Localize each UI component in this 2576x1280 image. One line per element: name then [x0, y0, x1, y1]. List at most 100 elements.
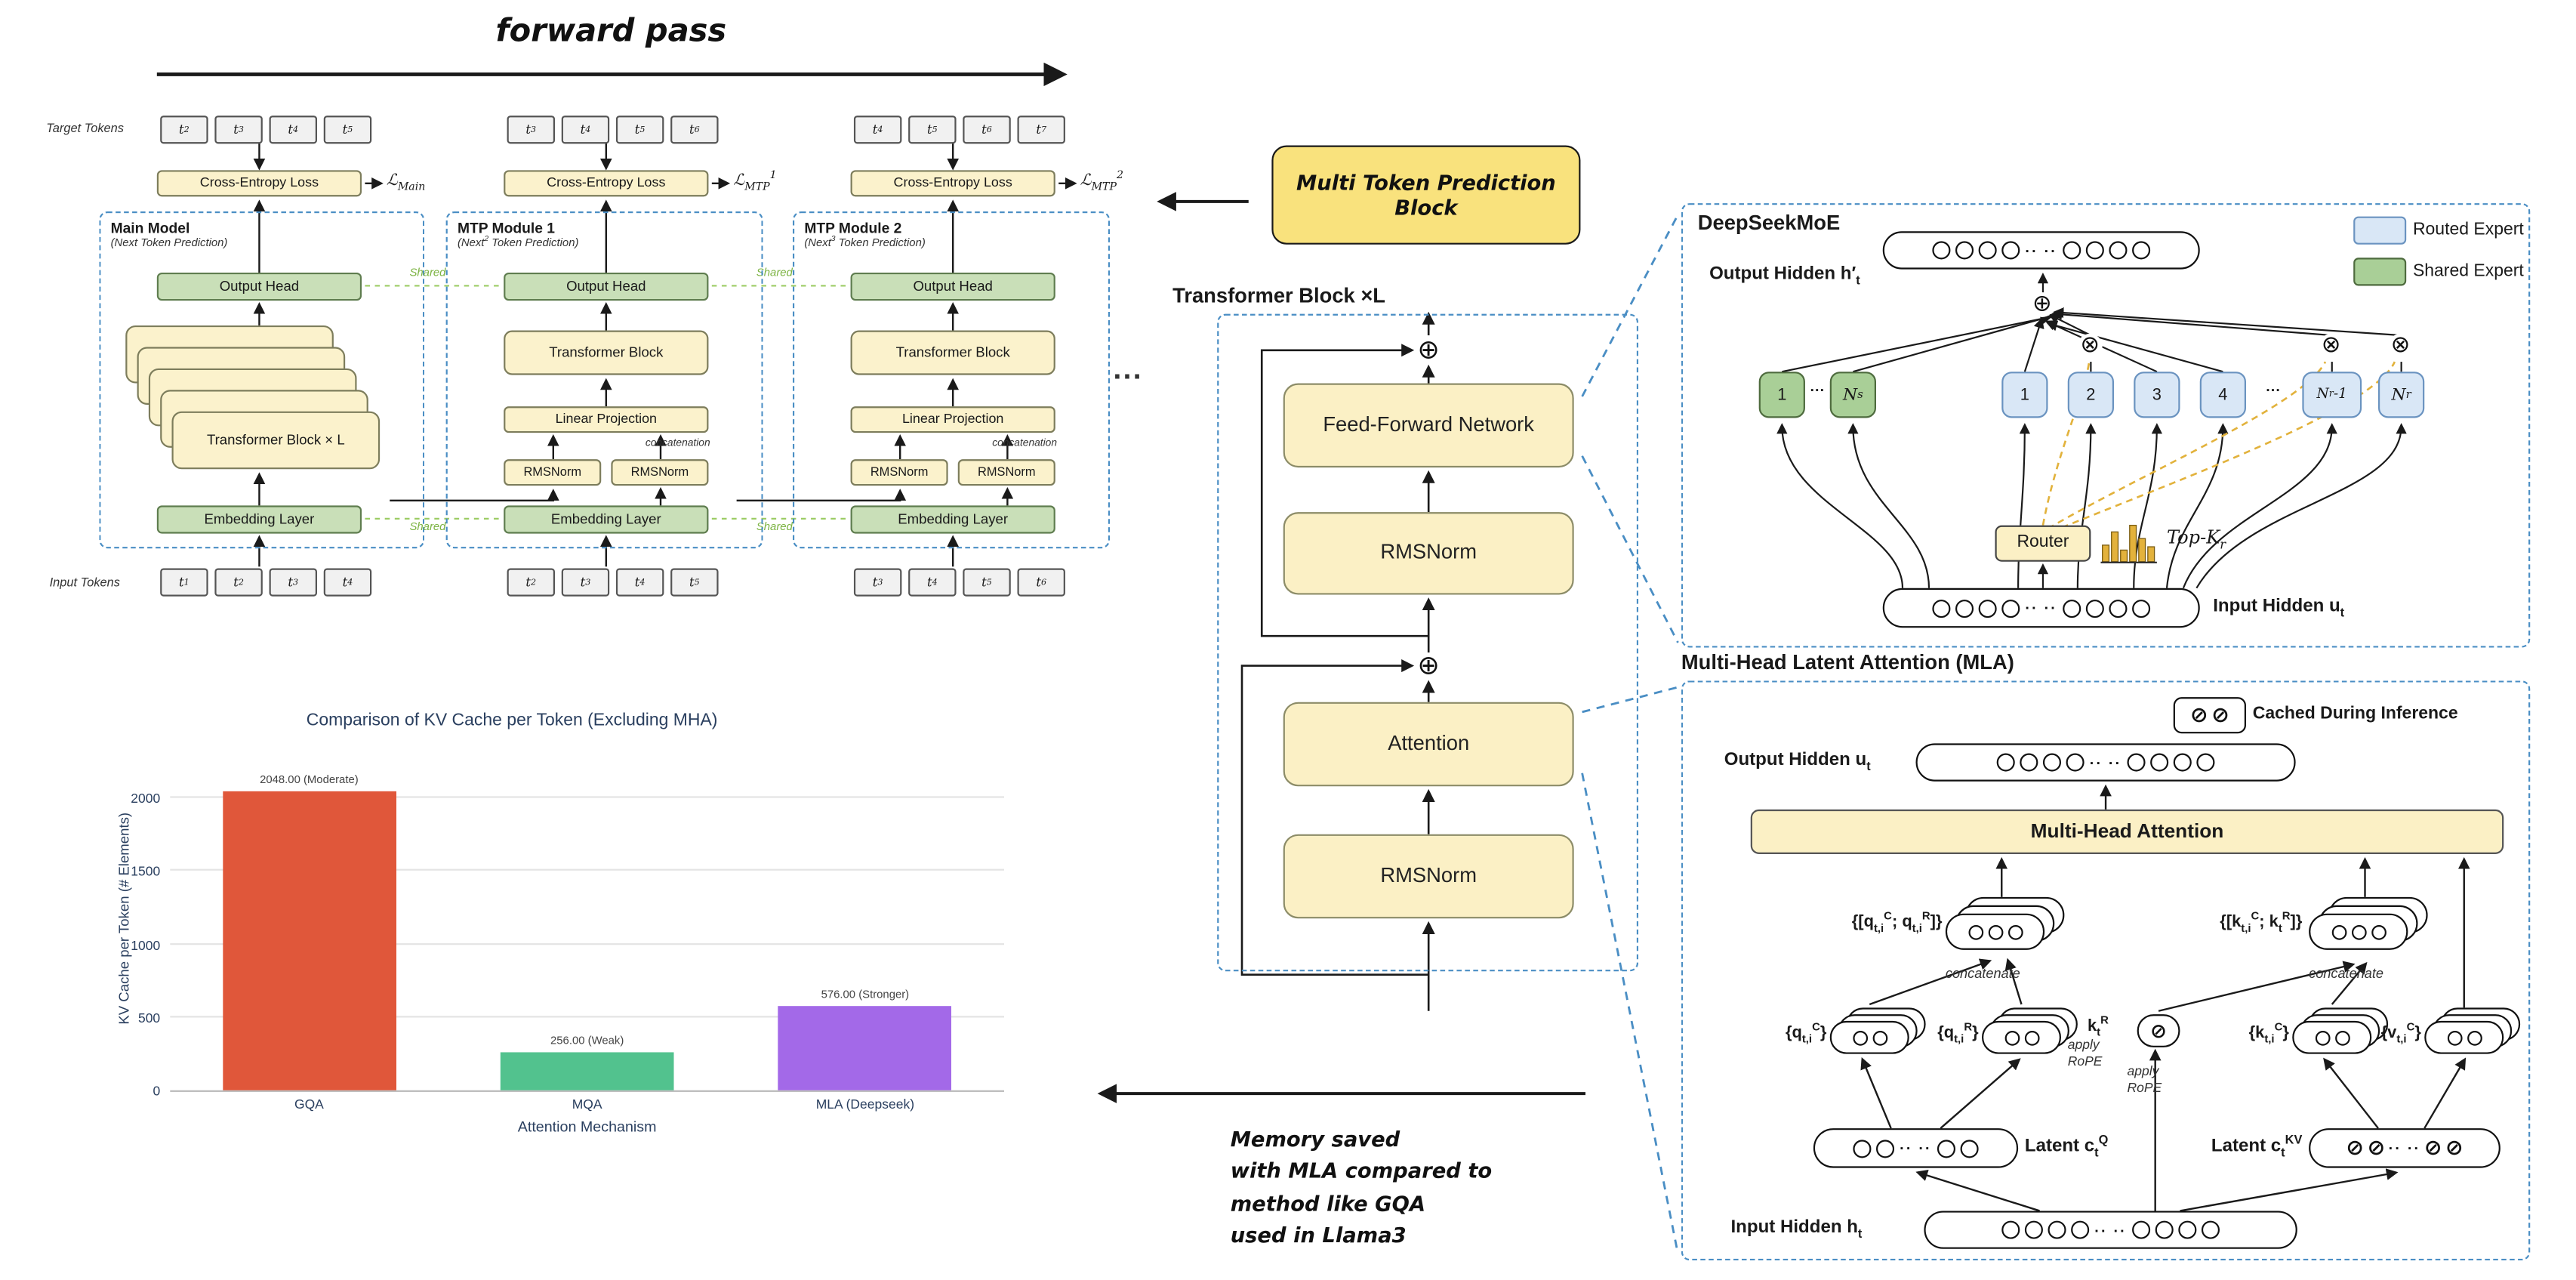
mtp-module-2-box [793, 211, 1110, 549]
latent-q-label: Latent ctQ [2024, 1132, 2109, 1161]
mla-input-hidden-vector: ·· ·· [1924, 1211, 2297, 1249]
moe-sum-icon: ⊕ [2029, 291, 2055, 317]
chart-y-axis-label: KV Cache per Token (# Elements) [116, 812, 132, 1025]
router-weights-histogram-icon [2100, 524, 2157, 563]
gate-multiply-icon: ⊗ [2319, 333, 2344, 359]
main-model-box [99, 211, 425, 549]
forward-pass-title: forward pass [495, 13, 727, 50]
embedding-layer-box: Embedding Layer [156, 505, 362, 534]
v-c-label: {vt,iC} [2380, 1022, 2421, 1046]
feed-forward-network-box: Feed-Forward Network [1283, 383, 1574, 468]
shared-label: Shared [409, 267, 446, 279]
rmsnorm-box: RMSNorm [957, 459, 1055, 486]
output-head-box: Output Head [504, 272, 709, 301]
apply-rope-label: apply RoPE [2067, 1037, 2103, 1069]
x-tick-label: MLA (Deepseek) [815, 1096, 915, 1112]
rmsnorm-box: RMSNorm [611, 459, 709, 486]
bar-mqa [500, 1053, 674, 1090]
moe-output-hidden-label: Output Hidden h′t [1709, 264, 1860, 288]
shared-expert-swatch [2353, 258, 2407, 286]
y-tick-label: 1500 [131, 864, 161, 880]
mla-box [1681, 680, 2531, 1261]
q-c-label: {qt,iC} [1785, 1022, 1827, 1046]
shared-expert-legend: Shared Expert [2412, 261, 2524, 281]
routed-expert-legend: Routed Expert [2412, 219, 2524, 240]
annotation-line: with MLA compared to [1230, 1158, 1493, 1184]
k-concat-stack [2309, 896, 2431, 953]
rmsnorm-box: RMSNorm [504, 459, 602, 486]
cached-slash-icon: ⊘ [2189, 702, 2208, 728]
loss-mtp2-label: ℒMTP2 [1080, 168, 1123, 193]
module-name: Main Model [110, 219, 190, 236]
cached-icon-box: ⊘ ⊘ [2173, 697, 2246, 734]
residual-add-icon: ⊕ [1415, 652, 1442, 680]
chart-title: Comparison of KV Cache per Token (Exclud… [306, 710, 718, 730]
embedding-layer-box: Embedding Layer [504, 505, 709, 534]
q-concat-label: {[qt,iC; qt,iR]} [1851, 911, 1943, 936]
cross-entropy-loss-box: Cross-Entropy Loss [504, 170, 709, 197]
multi-head-attention-box: Multi-Head Attention [1750, 809, 2504, 854]
module-name: MTP Module 1 [457, 219, 555, 236]
bar-value-label: 576.00 (Stronger) [821, 989, 910, 1001]
deepseekmoe-title: DeepSeekMoE [1697, 211, 1841, 235]
mtp-module-1-box [445, 211, 763, 549]
linear-projection-box: Linear Projection [850, 406, 1055, 433]
loss-main-label: ℒMain [386, 171, 426, 193]
rmsnorm-box: RMSNorm [1283, 834, 1574, 919]
module-subtitle: (Next Token Prediction) [110, 238, 228, 250]
deepseekmoe-box [1681, 203, 2531, 648]
router-box: Router [1995, 525, 2091, 562]
y-tick-label: 2000 [131, 791, 161, 807]
k-c-label: {kt,iC} [2248, 1022, 2289, 1046]
routed-expert-1: 1 [2001, 372, 2048, 418]
annotation-line: Memory saved [1230, 1126, 1400, 1152]
moe-input-hidden-label: Input Hidden ut [2213, 596, 2345, 620]
concatenation-label: concatenation [645, 437, 710, 449]
module-subtitle: (Next2 Token Prediction) [457, 234, 579, 250]
bar-mla-deepseek [778, 1006, 952, 1090]
shared-label: Shared [756, 267, 793, 279]
output-head-box: Output Head [156, 272, 362, 301]
routed-expert-3: 3 [2134, 372, 2180, 418]
cross-entropy-loss-box: Cross-Entropy Loss [850, 170, 1055, 197]
shared-label: Shared [409, 522, 446, 534]
rmsnorm-box: RMSNorm [850, 459, 948, 486]
embedding-layer-box: Embedding Layer [850, 505, 1055, 534]
mla-output-hidden-label: Output Hidden ut [1724, 750, 1871, 774]
output-head-box: Output Head [850, 272, 1055, 301]
top-k-label: Top-Kr [2167, 526, 2226, 553]
annotation-line: used in Llama3 [1230, 1223, 1407, 1248]
bar-value-label: 2048.00 (Moderate) [260, 774, 359, 786]
y-tick-label: 500 [137, 1010, 161, 1026]
transformer-block-box: Transformer Block [504, 330, 709, 375]
target-tokens-label: Target Tokens [46, 120, 125, 136]
linear-projection-box: Linear Projection [504, 406, 709, 433]
v-c-stack [2424, 1007, 2521, 1057]
bar-gqa [222, 791, 396, 1090]
callout-line1: Multi Token Prediction [1296, 170, 1556, 196]
transformer-block-title: Transformer Block ×L [1172, 284, 1386, 307]
attention-box: Attention [1283, 702, 1574, 787]
concatenate-label: concatenate [2309, 964, 2384, 982]
